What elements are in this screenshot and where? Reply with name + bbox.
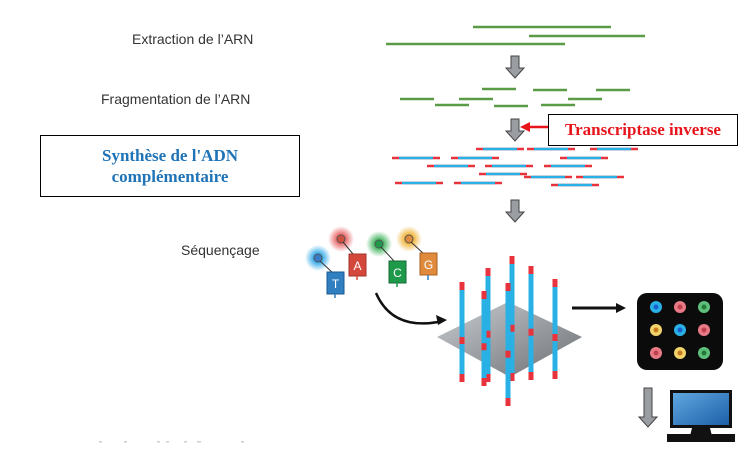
- computer-icon: [667, 390, 735, 442]
- nucleotide-letter: G: [424, 258, 433, 272]
- cdna-synthesis-box: Synthèse de l'ADN complémentaire: [40, 135, 300, 197]
- dna-cluster: [509, 256, 515, 381]
- cdna-synthesis-line1: Synthèse de l'ADN: [101, 146, 238, 165]
- down-arrow-icon: [637, 387, 659, 428]
- nucleotide-a: A: [328, 226, 367, 280]
- curved-arrow-icon: [374, 292, 447, 325]
- nucleotide-t: T: [305, 245, 345, 298]
- down-arrow-icon: [504, 55, 526, 79]
- rna-fragments: [400, 87, 630, 108]
- dna-cluster: [459, 282, 465, 382]
- fluorescent-spots: [650, 301, 710, 359]
- right-arrow-icon: [572, 303, 626, 313]
- step-fragmentation-label: Fragmentation de l’ARN: [101, 91, 251, 107]
- nucleotide-c: C: [366, 231, 407, 287]
- step-extraction-label: Extraction de l’ARN: [132, 31, 254, 47]
- fluorescent-spot: [698, 347, 710, 359]
- nucleotide-letter: C: [393, 266, 402, 280]
- nucleotide-g: G: [396, 226, 438, 280]
- dna-cluster: [552, 279, 558, 379]
- nucleotide-letter: T: [332, 277, 340, 291]
- nucleotide-letter: A: [353, 259, 361, 273]
- dna-cluster: [481, 291, 487, 386]
- down-arrow-icon: [504, 199, 526, 223]
- rna-full-strands: [386, 25, 645, 46]
- fluorescent-spot: [698, 301, 710, 313]
- reverse-transcriptase-box: Transcriptase inverse: [548, 114, 738, 146]
- dna-cluster: [528, 266, 534, 380]
- fluorescent-spot: [698, 324, 710, 336]
- dna-clusters: [459, 256, 558, 406]
- dna-cluster: [505, 283, 511, 406]
- faint-caption-remnant: [99, 441, 244, 443]
- fluorescent-spot: [650, 324, 662, 336]
- fluorescent-spot: [650, 347, 662, 359]
- reverse-transcriptase-label: Transcriptase inverse: [565, 120, 721, 139]
- fluorescent-spot: [674, 301, 686, 313]
- red-pointer-arrow-icon: [520, 122, 548, 132]
- fluorescent-spot: [650, 301, 662, 313]
- fluorescent-spot: [674, 347, 686, 359]
- dna-cluster: [485, 268, 491, 382]
- step-sequencing-label: Séquençage: [181, 242, 260, 258]
- down-arrow-icon: [504, 118, 526, 142]
- cdna-strands: [392, 147, 638, 187]
- fluorescent-spot: [674, 324, 686, 336]
- cdna-synthesis-line2: complémentaire: [111, 167, 229, 186]
